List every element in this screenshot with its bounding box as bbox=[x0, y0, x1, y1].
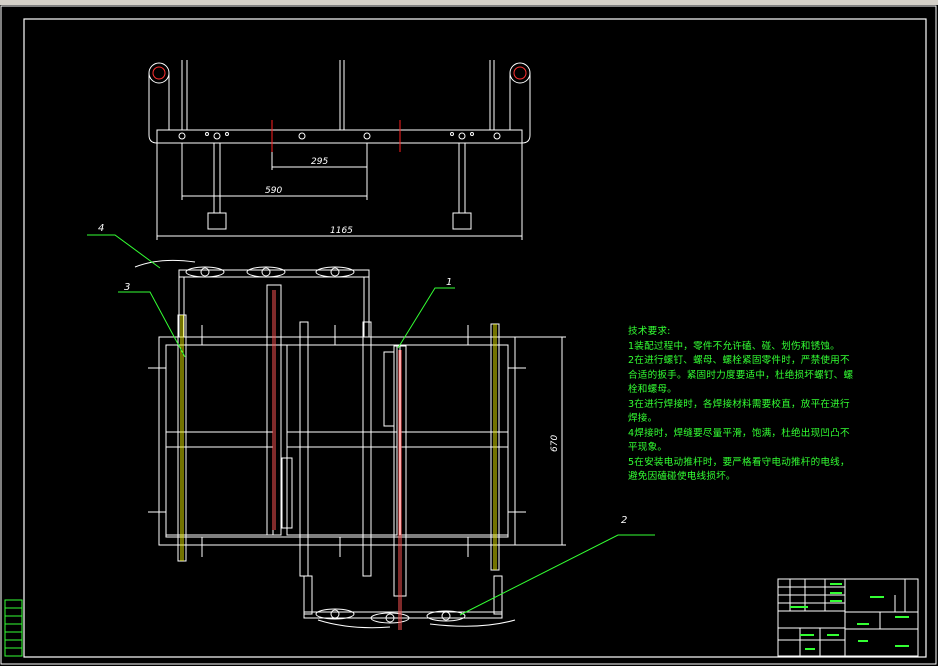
tech-note-line: 1装配过程中，零件不允许磕、碰、划伤和锈蚀。 bbox=[628, 340, 840, 352]
tech-note-line: 栓和螺母。 bbox=[628, 384, 677, 395]
window-top-bar bbox=[0, 0, 938, 5]
dim-295: 295 bbox=[311, 157, 328, 167]
left-binding-strip bbox=[4, 599, 23, 657]
inner-frame bbox=[23, 18, 927, 658]
tech-note-line: 5在安装电动推杆时，要严格看守电动推杆的电线， bbox=[628, 456, 850, 468]
tech-note-line: 4焊接时，焊缝要尽量平滑，饱满，杜绝出现凹凸不 bbox=[628, 427, 850, 439]
title-block-marks bbox=[790, 583, 909, 650]
tech-note-line: 2在进行螺钉、螺母、螺栓紧固零件时，严禁使用不 bbox=[628, 355, 850, 366]
title-block bbox=[777, 578, 919, 657]
dim-1165: 1165 bbox=[330, 226, 353, 236]
dim-590: 590 bbox=[265, 186, 282, 196]
tech-note-line: 合适的扳手。紧固时力度要适中，杜绝损坏螺钉、螺 bbox=[628, 369, 854, 381]
tech-notes-title: 技术要求: bbox=[628, 326, 671, 337]
technical-requirements: 技术要求: 1装配过程中，零件不允许磕、碰、划伤和锈蚀。 2在进行螺钉、螺母、螺… bbox=[628, 325, 890, 485]
cad-drawing: 295 590 1165 bbox=[0, 5, 937, 665]
outer-frame bbox=[0, 5, 937, 665]
push-rods bbox=[272, 290, 402, 630]
part-label-4: 4 bbox=[98, 223, 104, 234]
part-label-3: 3 bbox=[124, 282, 130, 293]
dim-670: 670 bbox=[550, 435, 560, 452]
right-wheel bbox=[509, 62, 531, 84]
plan-view bbox=[134, 259, 566, 629]
front-view bbox=[148, 60, 531, 240]
tech-note-line: 3在进行焊接时，各焊接材料需要校直，放平在进行 bbox=[628, 398, 850, 410]
part-label-1: 1 bbox=[446, 277, 452, 288]
tech-note-line: 平现象。 bbox=[628, 442, 668, 453]
tech-note-line: 焊接。 bbox=[628, 413, 658, 424]
part-label-2: 2 bbox=[621, 515, 627, 526]
leader-lines bbox=[87, 234, 655, 616]
left-wheel bbox=[148, 62, 170, 84]
tech-note-line: 避免因磕碰使电线损坏。 bbox=[628, 471, 736, 482]
guide-rails bbox=[180, 315, 497, 570]
